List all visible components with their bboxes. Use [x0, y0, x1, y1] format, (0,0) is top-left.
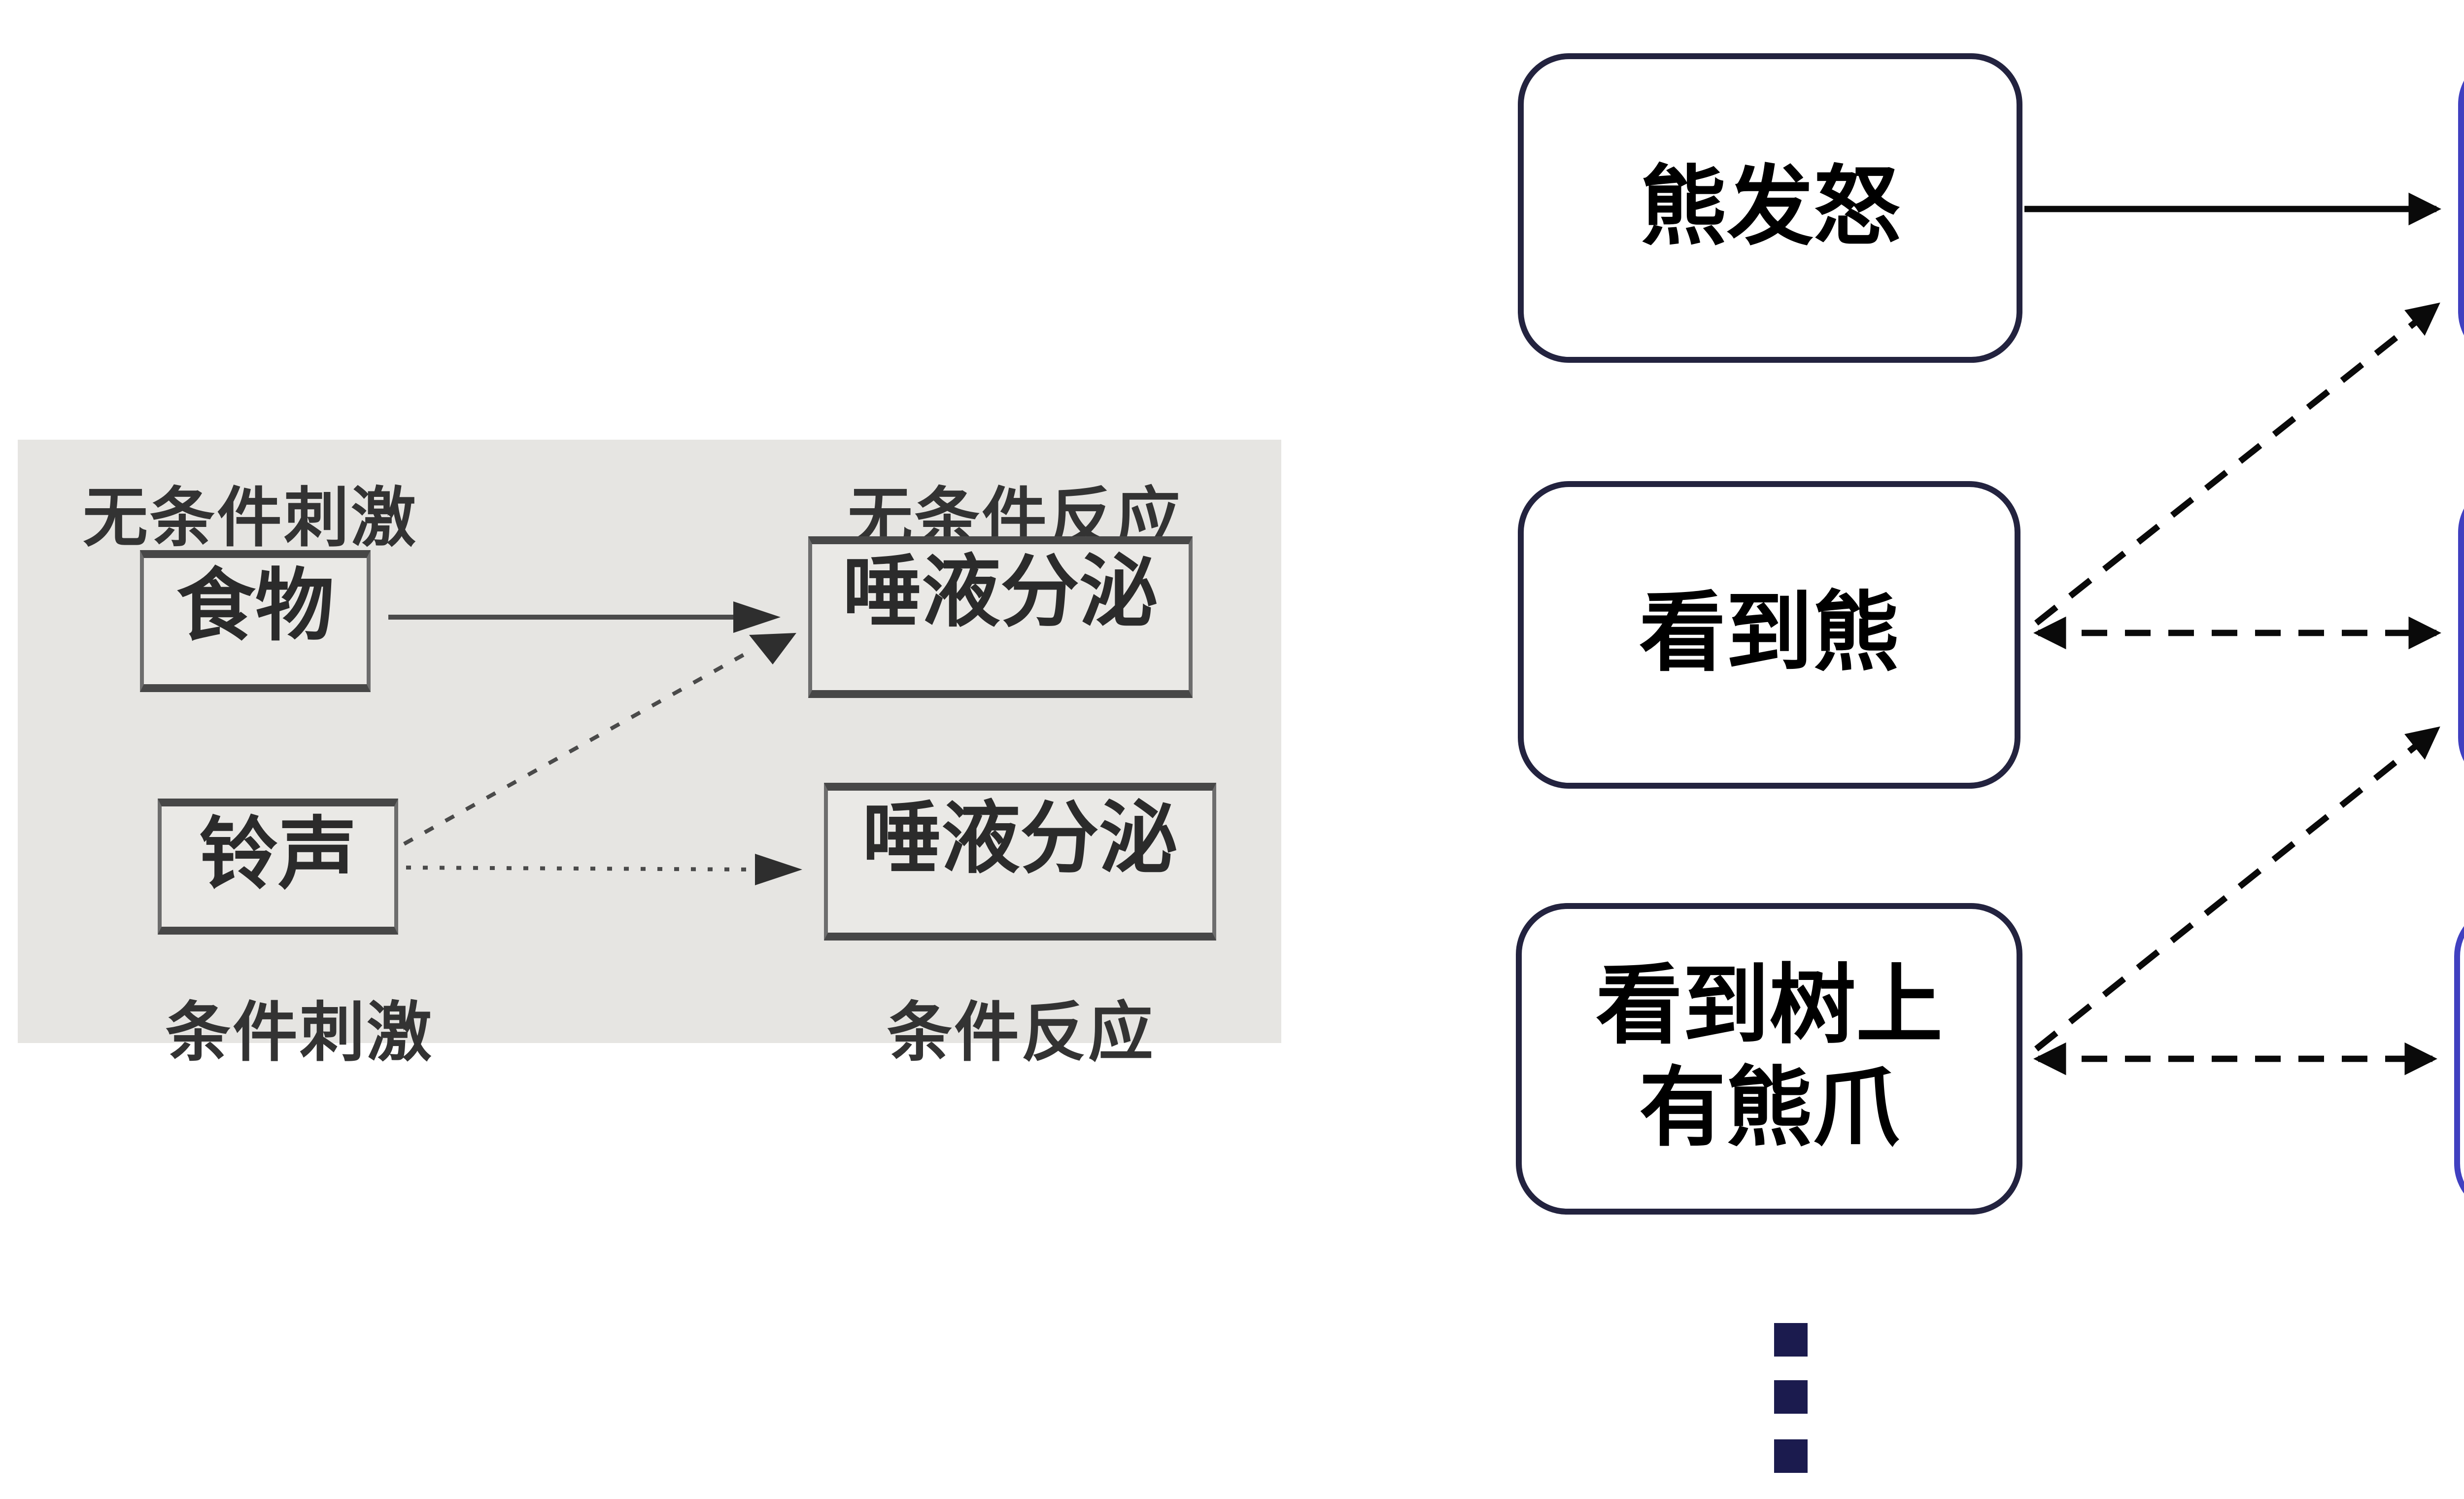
box-bell-label: 铃声 [199, 812, 357, 899]
box-see-claw: 看到树上 有熊爪 [1516, 903, 2022, 1215]
left-ellipsis-dot [1774, 1439, 1808, 1473]
box-value-state: V(s) [2454, 905, 2464, 1215]
box-see-bear: 看到熊 [1518, 481, 2020, 789]
left-ellipsis-dot [1774, 1380, 1808, 1414]
box-food-label: 食物 [176, 564, 334, 651]
label-conditioned-stimulus: 条件刺激 [166, 996, 434, 1069]
arrow-food-to-salivation-head [733, 601, 781, 633]
label-unconditioned-stimulus: 无条件刺激 [83, 481, 418, 554]
dashed-see-claw-to-value-next [2034, 726, 2440, 1052]
dashed-bell-to-salivation-top-head [749, 633, 796, 664]
box-see-bear-label: 看到熊 [1639, 586, 1899, 683]
box-value-next-state: V(s′) [2458, 481, 2464, 789]
box-bell: 铃声 [158, 799, 398, 935]
dashed-bell-to-salivation-bottom-head [755, 854, 802, 885]
box-bear-rage: 熊发怒 [1518, 53, 2022, 363]
box-food: 食物 [140, 550, 371, 692]
box-see-claw-line1: 看到树上 [1596, 958, 1943, 1055]
box-bear-rage-label: 熊发怒 [1640, 159, 1900, 256]
classical-conditioning-panel: 无条件刺激 无条件反应 条件刺激 条件反应 食物 唾液分泌 铃声 唾液分泌 [18, 440, 1281, 1069]
dashed-bell-to-salivation-bottom [406, 866, 755, 872]
label-conditioned-response: 条件反应 [887, 996, 1155, 1069]
box-salivation-unconditioned: 唾液分泌 [808, 536, 1193, 698]
dashed-bell-to-salivation-top [403, 649, 752, 846]
box-see-claw-line2: 有熊爪 [1639, 1061, 1899, 1157]
dashed-see-bear-to-reward [2034, 302, 2440, 626]
box-salivation-conditioned-label: 唾液分泌 [862, 797, 1178, 883]
box-salivation-conditioned: 唾液分泌 [824, 783, 1216, 941]
box-salivation-unconditioned-label: 唾液分泌 [843, 550, 1158, 637]
box-reward: 奖励 [2458, 53, 2464, 363]
left-ellipsis-dot [1774, 1323, 1808, 1357]
